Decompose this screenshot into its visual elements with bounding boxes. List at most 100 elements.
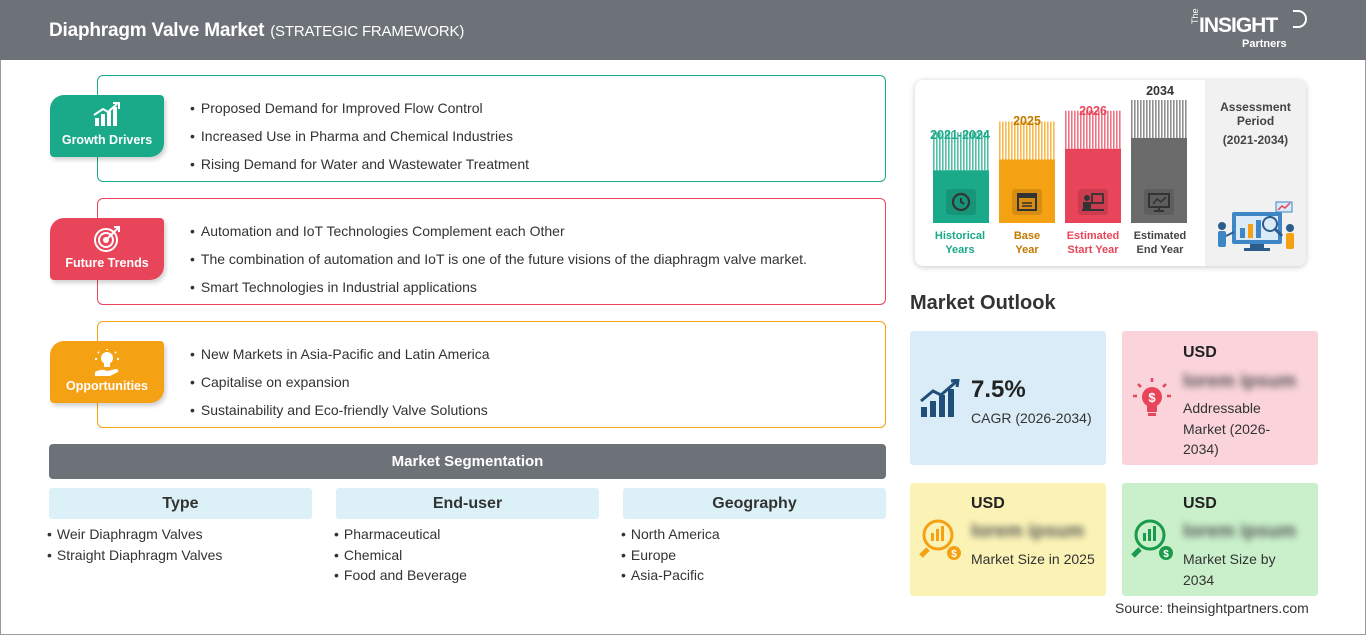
cagr-label: CAGR (2026-2034) xyxy=(971,410,1092,426)
list-item: Smart Technologies in Industrial applica… xyxy=(190,273,807,301)
stripe-line xyxy=(1080,110,1082,149)
future-trends-badge: Future Trends xyxy=(50,218,164,280)
caption-line: End Year xyxy=(1136,244,1184,256)
timeline-caption-start: Estimated Start Year xyxy=(1061,229,1125,257)
stripe-line xyxy=(1086,110,1088,149)
future-trends-label: Future Trends xyxy=(65,256,149,270)
cagr-card: 7.5% CAGR (2026-2034) xyxy=(910,331,1106,465)
stripe-line xyxy=(1077,110,1079,149)
stripe-line xyxy=(981,132,983,171)
source-credit: Source: theinsightpartners.com xyxy=(1115,600,1309,616)
stripe-line xyxy=(1152,100,1154,138)
magnifier-chart-icon: $ xyxy=(1131,519,1173,560)
stripe-line xyxy=(1101,110,1103,149)
insight-partners-logo[interactable]: The INSIGHT Partners xyxy=(1190,8,1310,54)
stripe-line xyxy=(1053,121,1055,160)
stripe-line xyxy=(1161,100,1163,138)
timeline-bars xyxy=(933,100,1187,223)
list-item: Chemical xyxy=(334,545,467,566)
stripe-line xyxy=(1098,110,1100,149)
size2034-usd: USD xyxy=(1183,495,1217,512)
timeline-caption-end: Estimated End Year xyxy=(1127,229,1193,257)
stripe-line xyxy=(1089,110,1091,149)
caption-line: Start Year xyxy=(1067,244,1119,256)
segment-list-end-user: Pharmaceutical Chemical Food and Beverag… xyxy=(334,524,467,586)
stripe-line xyxy=(1185,100,1187,138)
caption-line: Base xyxy=(1013,230,1041,242)
page-title: Diaphragm Valve Market(STRATEGIC FRAMEWO… xyxy=(49,20,464,42)
market-outlook-title: Market Outlook xyxy=(910,292,1056,314)
stripe-line xyxy=(1026,121,1028,160)
stripe-line xyxy=(1137,100,1139,138)
list-item: Increased Use in Pharma and Chemical Ind… xyxy=(190,122,529,150)
stripe-line xyxy=(933,132,935,171)
list-item: Rising Demand for Water and Wastewater T… xyxy=(190,150,529,178)
stripe-line xyxy=(1134,100,1136,138)
list-item: Pharmaceutical xyxy=(334,524,467,545)
addressable-usd: USD xyxy=(1183,344,1217,361)
logo-main-text: INSIGHT xyxy=(1199,14,1278,37)
stripe-line xyxy=(1038,121,1040,160)
stripe-line xyxy=(951,132,953,171)
stripe-line xyxy=(972,132,974,171)
opportunities-badge: Opportunities xyxy=(50,341,164,403)
stripe-line xyxy=(1113,110,1115,149)
presentation-icon xyxy=(1082,193,1104,211)
addressable-label: Addressable Market (2026-2034) xyxy=(1183,400,1271,457)
segment-header-geography: Geography xyxy=(623,488,886,519)
timeline-bar-stripes xyxy=(1131,100,1187,138)
stripe-line xyxy=(1167,100,1169,138)
assessment-period: (2021-2034) xyxy=(1222,133,1289,147)
stripe-line xyxy=(942,132,944,171)
list-item: Weir Diaphragm Valves xyxy=(47,524,222,545)
money-bulb-icon: $ xyxy=(1133,378,1171,416)
timeline-icon-badge xyxy=(1012,189,1042,215)
stripe-line xyxy=(1155,100,1157,138)
stripe-line xyxy=(960,132,962,171)
addressable-value-blurred: lorem ipsum xyxy=(1183,371,1296,392)
stripe-line xyxy=(1050,121,1052,160)
caption-line: Estimated xyxy=(1066,230,1120,242)
timeline-bar xyxy=(1131,100,1187,223)
segment-list-type: Weir Diaphragm Valves Straight Diaphragm… xyxy=(47,524,222,565)
stripe-line xyxy=(957,132,959,171)
list-item: Straight Diaphragm Valves xyxy=(47,545,222,566)
stripe-line xyxy=(1164,100,1166,138)
stripe-line xyxy=(1146,100,1148,138)
caption-line: Years xyxy=(945,244,975,256)
stripe-line xyxy=(984,132,986,171)
stripe-line xyxy=(1008,121,1010,160)
list-item: Sustainability and Eco-friendly Valve So… xyxy=(190,396,490,424)
stripe-line xyxy=(999,121,1001,160)
stripe-line xyxy=(1023,121,1025,160)
opportunities-label: Opportunities xyxy=(66,379,148,393)
stripe-line xyxy=(1047,121,1049,160)
stripe-line xyxy=(1143,100,1145,138)
timeline-bar-body xyxy=(999,159,1055,223)
stripe-line xyxy=(948,132,950,171)
bar-chart-growth-icon xyxy=(93,102,120,126)
timeline-bar xyxy=(999,121,1055,223)
timeline-bar xyxy=(933,132,989,223)
segmentation-title: Market Segmentation xyxy=(49,444,886,479)
stripe-line xyxy=(1035,121,1037,160)
lightbulb-hand-icon xyxy=(95,349,119,376)
stripe-line xyxy=(936,132,938,171)
stripe-line xyxy=(1104,110,1106,149)
header-bar: Diaphragm Valve Market(STRATEGIC FRAMEWO… xyxy=(0,0,1366,60)
market-size-2034-card: USD lorem ipsum $ Market Size by 2034 xyxy=(1122,483,1318,596)
caption-line: Year xyxy=(1015,244,1039,256)
size2034-label: Market Size by 2034 xyxy=(1183,551,1276,588)
stripe-line xyxy=(939,132,941,171)
opportunities-box: New Markets in Asia-Pacific and Latin Am… xyxy=(97,321,886,428)
stripe-line xyxy=(975,132,977,171)
timeline-bar-stripes xyxy=(1065,110,1121,149)
stripe-line xyxy=(1014,121,1016,160)
stripe-line xyxy=(969,132,971,171)
growth-drivers-list: Proposed Demand for Improved Flow Contro… xyxy=(190,94,529,178)
logo-sub-text: Partners xyxy=(1242,38,1287,50)
stripe-line xyxy=(1149,100,1151,138)
timeline-bar xyxy=(1065,110,1121,223)
assessment-title: Assessment Period xyxy=(1220,100,1291,128)
caption-line: Historical xyxy=(934,230,986,242)
